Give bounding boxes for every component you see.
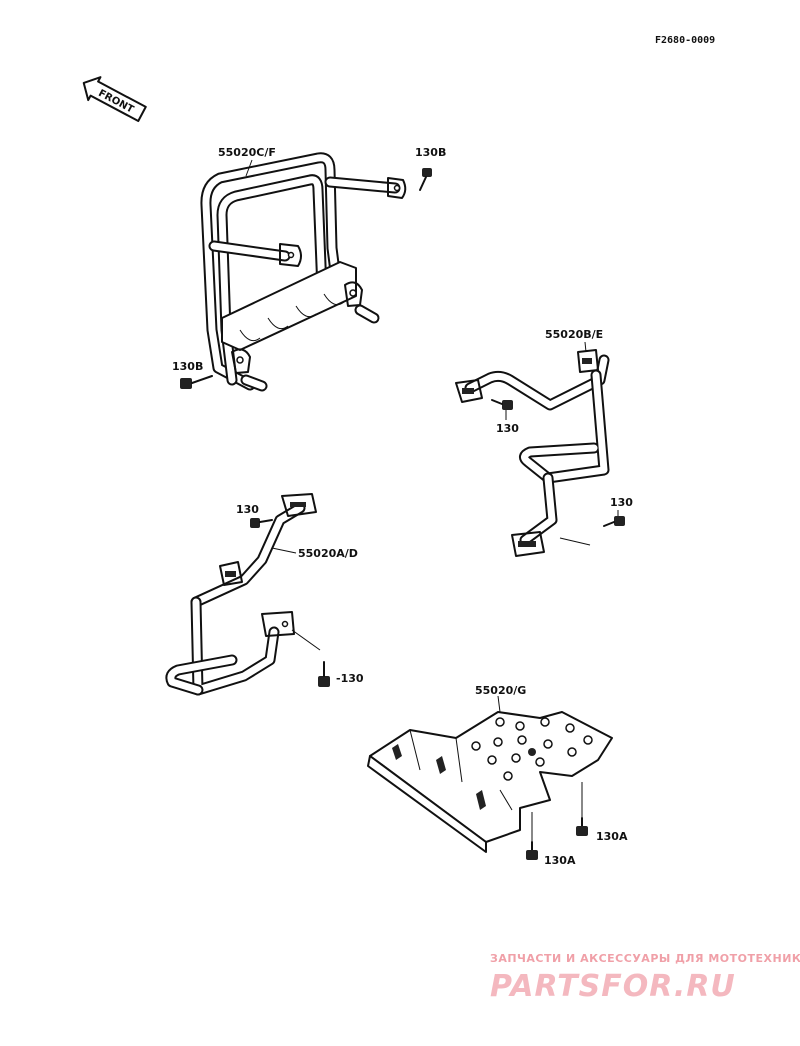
- part-label-55020be: 55020B/E: [545, 328, 603, 341]
- rear-guard-55020cf: [200, 152, 407, 392]
- bolt-label-130-right-upper: 130: [496, 422, 519, 435]
- bolt-130a-right: [576, 782, 588, 836]
- watermark-tagline: ЗАПЧАСТИ И АКСЕССУАРЫ ДЛЯ МОТОТЕХНИКИ: [490, 952, 800, 965]
- bolt-label-130-left-upper: 130: [236, 503, 259, 516]
- bolt-label-130b-top: 130B: [415, 146, 446, 159]
- front-arrow-icon: FRONT: [82, 76, 147, 123]
- bolt-130-right-lower: [603, 510, 625, 527]
- bolt-label-130-right-lower: 130: [610, 496, 633, 509]
- bolt-label-130a-left: 130A: [544, 854, 576, 867]
- bolt-130b-left: [180, 375, 213, 389]
- left-guard-55020ad: [165, 493, 321, 696]
- watermark-brand: PARTSFOR.RU: [490, 969, 736, 1004]
- bolt-130-left-lower: [318, 661, 330, 687]
- bolt-label-130b-left: 130B: [172, 360, 203, 373]
- bolt-130a-left: [526, 812, 538, 860]
- bolt-130b-top: [419, 168, 432, 191]
- bolt-130-left-upper: [250, 518, 273, 528]
- part-label-55020ad: 55020A/D: [298, 547, 358, 560]
- skid-plate-55020g: [367, 695, 613, 853]
- bolt-label-130a-right: 130A: [596, 830, 628, 843]
- part-label-55020g: 55020/G: [475, 684, 526, 697]
- bolt-130-right-upper: [491, 399, 513, 420]
- diagram-code: F2680-0009: [655, 35, 715, 46]
- right-guard-55020be: [455, 349, 610, 557]
- part-label-55020cf: 55020C/F: [218, 146, 276, 159]
- bolt-label-130-left-lower: -130: [336, 672, 364, 685]
